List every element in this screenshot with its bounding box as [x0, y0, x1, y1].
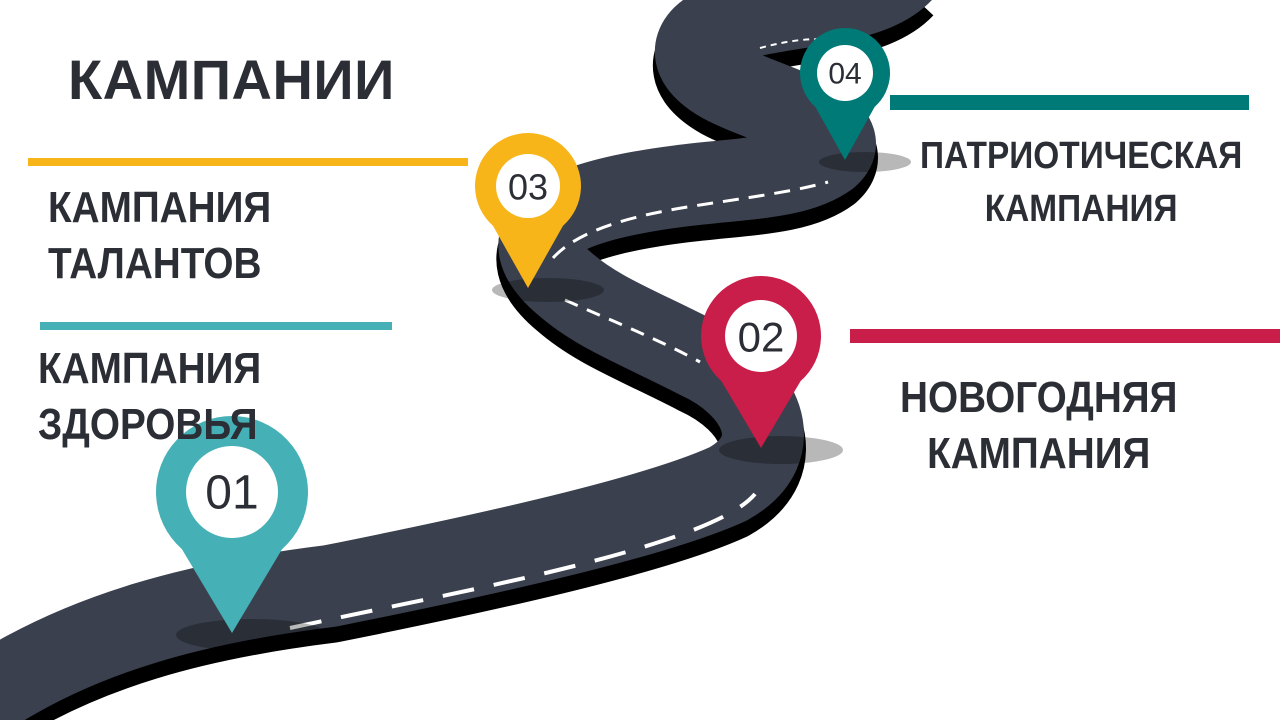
pin-inner-circle: [186, 446, 278, 538]
pin-number: 03: [508, 167, 548, 208]
pin-inner-circle: [817, 45, 873, 101]
milestone-label-health: КАМПАНИЯ ЗДОРОВЬЯ: [38, 341, 261, 454]
pin-shadow: [719, 436, 843, 464]
divider-health: [40, 322, 392, 330]
road-center-line-top: [551, 180, 829, 260]
divider-newyear: [850, 329, 1280, 343]
milestone-label-newyear: НОВОГОДНЯЯ КАМПАНИЯ: [900, 370, 1177, 482]
milestone-label-talents: КАМПАНИЯ ТАЛАНТОВ: [48, 180, 271, 293]
road-center-line-upper: [564, 298, 701, 364]
milestone-label-line: КАМПАНИЯ: [38, 344, 262, 393]
pin-inner-circle: [725, 300, 797, 372]
slide-title: КАМПАНИИ: [68, 48, 395, 111]
divider-talents: [28, 158, 468, 166]
milestone-label-line: ЗДОРОВЬЯ: [38, 400, 258, 450]
pin-shadow: [819, 152, 911, 172]
road-surface: [0, 0, 932, 720]
pin-number: 04: [828, 58, 861, 91]
divider-patriot: [890, 95, 1249, 110]
map-pin-patriot: 04: [800, 27, 911, 172]
pin-number: 02: [738, 314, 785, 361]
road-center-line: [289, 492, 757, 630]
pin-shadow: [492, 278, 604, 302]
milestone-label-line: КАМПАНИЯ: [984, 188, 1178, 231]
map-pin-talents: 03: [475, 132, 604, 302]
milestone-label-patriot: ПАТРИОТИЧЕСКАЯ КАМПАНИЯ: [920, 130, 1242, 236]
milestone-label-line: КАМПАНИЯ: [48, 183, 272, 232]
milestone-label-line: ПАТРИОТИЧЕСКАЯ: [920, 135, 1243, 177]
map-pin-newyear: 02: [701, 276, 843, 464]
map-pin-health: 01: [155, 415, 328, 651]
milestone-label-line: НОВОГОДНЯЯ: [900, 373, 1178, 422]
pin-shadow: [176, 619, 328, 651]
milestone-label-line: КАМПАНИЯ: [927, 428, 1151, 478]
milestone-label-line: ТАЛАНТОВ: [48, 239, 262, 289]
pin-number: 01: [205, 467, 258, 520]
pin-inner-circle: [496, 154, 560, 218]
